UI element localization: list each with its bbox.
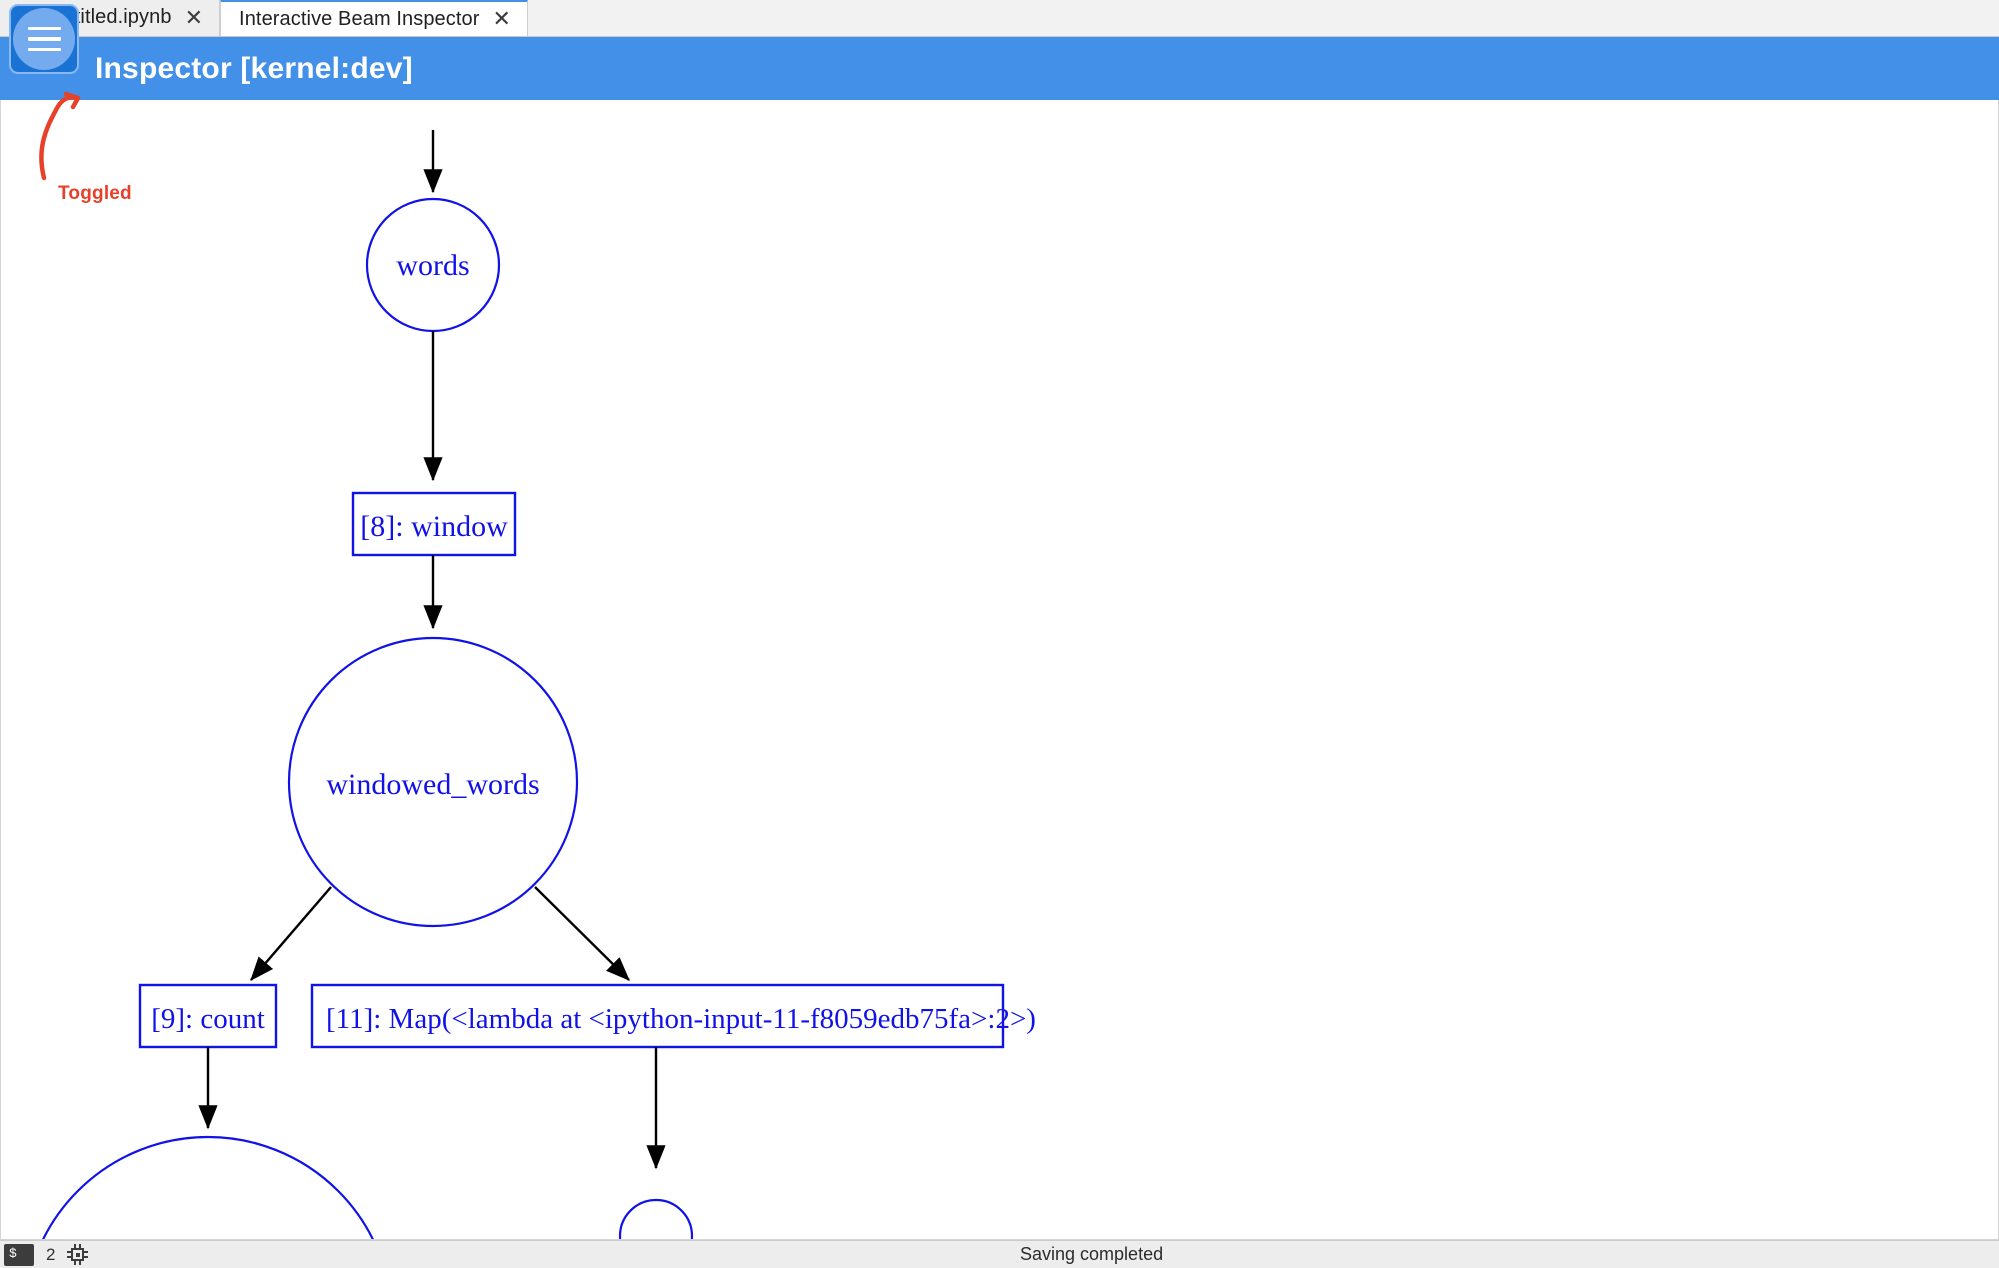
pipeline-graph-canvas[interactable]: words [8]: window windowed_words [9]: co… bbox=[0, 100, 1999, 1240]
close-icon[interactable]: ✕ bbox=[492, 6, 511, 31]
edge-windowed-words-to-count bbox=[250, 886, 332, 981]
pipeline-graph: words [8]: window windowed_words [9]: co… bbox=[24, 130, 1036, 1240]
graph-node-windowed-words[interactable] bbox=[287, 636, 579, 928]
terminal-icon[interactable] bbox=[4, 1243, 34, 1266]
tab-bar-filler bbox=[527, 0, 1999, 36]
tab-interactive-beam-inspector[interactable]: Interactive Beam Inspector ✕ bbox=[220, 0, 528, 36]
annotation-label: Toggled bbox=[58, 183, 132, 204]
status-bar-left-group: 2 bbox=[0, 1243, 89, 1266]
graph-node-label-windowed-words: windowed_words bbox=[326, 768, 539, 801]
graph-node-label-words: words bbox=[396, 249, 469, 282]
status-message: Saving completed bbox=[1020, 1244, 1164, 1264]
graph-node-map[interactable] bbox=[310, 983, 1005, 1049]
tab-label: Untitled.ipynb bbox=[49, 6, 172, 28]
edge-windowed-words-to-map bbox=[534, 886, 630, 981]
tab-label: Interactive Beam Inspector bbox=[239, 7, 480, 30]
graph-node-count[interactable] bbox=[138, 983, 278, 1049]
graph-node-label-map: [11]: Map(<lambda at <ipython-input-11-f… bbox=[326, 1003, 1036, 1035]
tab-bar: Untitled.ipynb ✕ Interactive Beam Inspec… bbox=[0, 0, 1999, 37]
kernel-chip-icon[interactable] bbox=[67, 1244, 89, 1265]
graph-node-windowed-word-counts[interactable] bbox=[24, 1135, 392, 1240]
hamburger-icon bbox=[13, 8, 75, 70]
page-title: Inspector [kernel:dev] bbox=[95, 51, 413, 85]
graph-node-unnamed[interactable] bbox=[618, 1198, 694, 1240]
inspector-header: Inspector [kernel:dev] bbox=[0, 37, 1999, 100]
close-icon[interactable]: ✕ bbox=[184, 4, 204, 30]
graph-node-window[interactable] bbox=[351, 491, 517, 557]
graph-node-label-count: [9]: count bbox=[151, 1003, 265, 1035]
status-bar: 2 Saving completed bbox=[0, 1240, 1999, 1268]
graph-node-label-window: [8]: window bbox=[360, 510, 508, 543]
terminal-count: 2 bbox=[46, 1244, 56, 1264]
menu-toggle-button[interactable] bbox=[9, 4, 79, 74]
